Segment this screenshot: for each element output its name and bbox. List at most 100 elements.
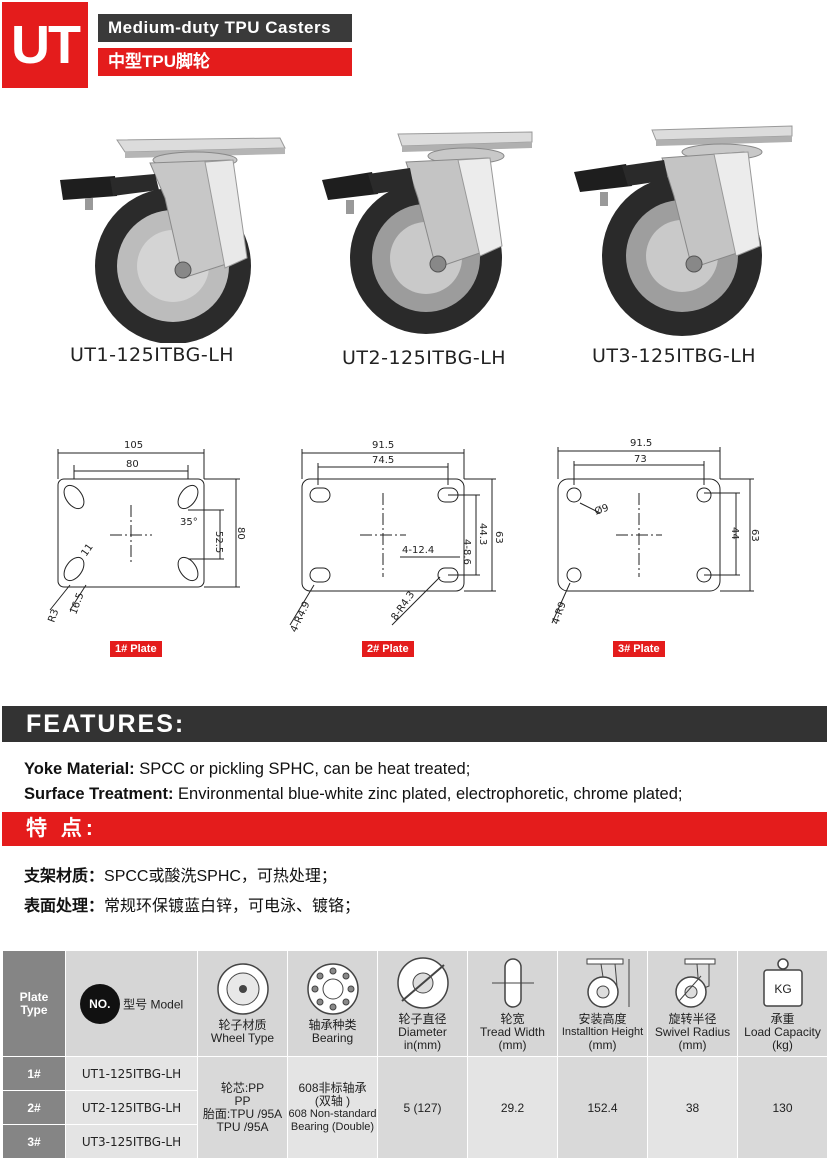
header-bearing: 轴承种类 Bearing bbox=[287, 950, 378, 1057]
title-chinese: 中型TPU脚轮 bbox=[98, 48, 352, 76]
header-diameter: 轮子直径 Diameter in(mm) bbox=[377, 950, 468, 1057]
wheel-icon bbox=[216, 963, 269, 1015]
plate-label-2: 2# Plate bbox=[362, 641, 414, 657]
plate1-dim-hole-w: 80 bbox=[126, 459, 139, 470]
swivel-radius-icon bbox=[674, 958, 715, 1008]
features-heading: FEATURES: bbox=[2, 706, 827, 742]
row-plate-1: 1# bbox=[2, 1056, 66, 1091]
row-plate-3: 3# bbox=[2, 1124, 66, 1159]
caster-image-3 bbox=[574, 125, 793, 336]
caster-image-1 bbox=[60, 137, 286, 343]
install-height-value: 152.4 bbox=[557, 1056, 648, 1159]
plate2-dim-r-slot: 8-R4.3 bbox=[389, 590, 417, 623]
wheel-type-tread: 胎面:TPU /95A bbox=[202, 1106, 283, 1121]
plate2-dim-h-inner: 44.3 bbox=[477, 523, 488, 545]
feature-surface-cn: 表面处理：常规环保镀蓝白锌，可电泳、镀铬； bbox=[24, 892, 360, 916]
plate-drawing-1: 105 80 35° 52.5 80 11 16.5 R3 bbox=[46, 440, 246, 624]
swivel-radius-cn: 旋转半径 bbox=[668, 1011, 717, 1026]
title-english: Medium-duty TPU Casters bbox=[98, 14, 352, 42]
bearing-en-value: 608 Non-standard bbox=[288, 1107, 377, 1120]
tread-width-value: 29.2 bbox=[467, 1056, 558, 1159]
plate-type-line1: Plate bbox=[19, 989, 49, 1004]
install-height-unit: (mm) bbox=[588, 1037, 617, 1052]
weight-kg-text: KG bbox=[774, 982, 791, 996]
swivel-radius-value: 38 bbox=[647, 1056, 738, 1159]
tread-width-icon bbox=[491, 957, 534, 1008]
load-capacity-en: Load Capacity bbox=[744, 1024, 821, 1039]
row-model-2: UT2-125ITBG-LH bbox=[65, 1090, 198, 1125]
feature-yoke-cn-label: 支架材质： bbox=[24, 868, 105, 885]
row-model-3: UT3-125ITBG-LH bbox=[65, 1124, 198, 1159]
header-plate-type: Plate Type bbox=[2, 950, 66, 1057]
model-header-label: 型号 Model bbox=[123, 997, 184, 1011]
feature-yoke-cn-text: SPCC或酸洗SPHC，可热处理； bbox=[104, 868, 337, 885]
header-load-capacity: KG 承重 Load Capacity (kg) bbox=[737, 950, 828, 1057]
plate1-dim-angle: 35° bbox=[180, 517, 198, 528]
plate3-dim-holes: 4-R9 bbox=[550, 600, 568, 626]
feature-surface-cn-label: 表面处理： bbox=[24, 898, 105, 915]
plate-drawing-3: 91.5 73 Ø9 44 63 4-R9 bbox=[550, 438, 760, 626]
bearing-en: Bearing bbox=[311, 1031, 354, 1045]
feature-surface-text: Environmental blue-white zinc plated, el… bbox=[173, 785, 683, 803]
header-wheel-type: 轮子材质 Wheel Type bbox=[197, 950, 288, 1057]
plate1-dim-h-outer: 80 bbox=[235, 527, 246, 540]
plate-label-3: 3# Plate bbox=[613, 641, 665, 657]
plate3-dim-hole-d: Ø9 bbox=[593, 502, 610, 518]
plate1-dim-slot-l: 11 bbox=[79, 542, 95, 559]
row-model-1: UT1-125ITBG-LH bbox=[65, 1056, 198, 1091]
swivel-radius-unit: (mm) bbox=[678, 1037, 707, 1052]
features-heading-cn: 特 点: bbox=[2, 812, 827, 846]
diameter-value: 5 (127) bbox=[377, 1056, 468, 1159]
feature-yoke-text: SPCC or pickling SPHC, can be heat treat… bbox=[134, 760, 471, 778]
header-swivel-radius: 旋转半径 Swivel Radius (mm) bbox=[647, 950, 738, 1057]
plate2-dim-slot-h: 4-12.4 bbox=[402, 545, 434, 556]
load-capacity-cn: 承重 bbox=[770, 1011, 795, 1026]
tread-width-cn: 轮宽 bbox=[500, 1011, 525, 1026]
wheel-type-cn: 轮子材质 bbox=[218, 1018, 267, 1032]
product-model-1: UT1-125ITBG-LH bbox=[70, 344, 235, 366]
plate3-dim-hole-w: 73 bbox=[634, 454, 647, 465]
wheel-type-tread-en: TPU /95A bbox=[216, 1119, 269, 1134]
header-model: NO. 型号 Model bbox=[65, 950, 198, 1057]
weight-kg-icon: KG bbox=[762, 957, 803, 1007]
load-capacity-unit: (kg) bbox=[772, 1037, 793, 1052]
tread-width-en: Tread Width bbox=[480, 1024, 545, 1039]
tread-width-unit: (mm) bbox=[498, 1037, 527, 1052]
series-code-badge: UT bbox=[2, 2, 88, 88]
feature-surface-label: Surface Treatment: bbox=[24, 785, 174, 803]
feature-yoke: Yoke Material: SPCC or pickling SPHC, ca… bbox=[24, 760, 470, 779]
install-height-cn: 安装高度 bbox=[578, 1011, 627, 1026]
plate1-dim-outer-w: 105 bbox=[124, 440, 143, 451]
product-model-2: UT2-125ITBG-LH bbox=[342, 347, 507, 369]
plate1-dim-h-inner: 52.5 bbox=[213, 531, 224, 553]
feature-surface: Surface Treatment: Environmental blue-wh… bbox=[24, 785, 683, 804]
plate2-dim-slot-v: 4-8.6 bbox=[461, 539, 472, 565]
plate1-dim-slot-w: 16.5 bbox=[68, 591, 86, 616]
plate2-dim-holes: 4-R4.9 bbox=[289, 600, 313, 634]
wheel-type-value: 轮芯:PP PP 胎面:TPU /95A TPU /95A bbox=[197, 1056, 288, 1159]
plate-type-line2: Type bbox=[20, 1002, 48, 1017]
plate2-dim-outer-w: 91.5 bbox=[372, 440, 394, 451]
plate2-dim-hole-w: 74.5 bbox=[372, 455, 394, 466]
bearing-value: 608非标轴承 (双轴 ) 608 Non-standard Bearing (… bbox=[287, 1056, 378, 1159]
wheel-type-core: 轮芯:PP bbox=[220, 1080, 265, 1095]
feature-yoke-label: Yoke Material: bbox=[24, 760, 135, 778]
plate-label-1: 1# Plate bbox=[110, 641, 162, 657]
plate3-dim-h-outer: 63 bbox=[749, 529, 760, 542]
plate2-dim-h-outer: 63 bbox=[493, 531, 504, 544]
header-tread-width: 轮宽 Tread Width (mm) bbox=[467, 950, 558, 1057]
plate3-dim-outer-w: 91.5 bbox=[630, 438, 652, 449]
swivel-radius-en: Swivel Radius bbox=[654, 1024, 731, 1039]
bearing-cn: 轴承种类 bbox=[308, 1018, 357, 1032]
diameter-unit: in(mm) bbox=[403, 1037, 442, 1052]
plate1-dim-slot-r: R3 bbox=[46, 608, 61, 624]
feature-yoke-cn: 支架材质：SPCC或酸洗SPHC，可热处理； bbox=[24, 862, 337, 886]
diameter-en: Diameter bbox=[398, 1024, 447, 1039]
wheel-type-en: Wheel Type bbox=[210, 1031, 275, 1045]
caster-image-2 bbox=[322, 131, 533, 334]
plate-drawing-2: 91.5 74.5 63 44.3 4-8.6 4-12.4 8-R4.3 4-… bbox=[289, 440, 504, 634]
bearing-cn-double: (双轴 ) bbox=[314, 1093, 351, 1108]
product-model-3: UT3-125ITBG-LH bbox=[592, 345, 757, 367]
diameter-icon bbox=[396, 956, 449, 1009]
bearing-icon bbox=[306, 963, 359, 1015]
